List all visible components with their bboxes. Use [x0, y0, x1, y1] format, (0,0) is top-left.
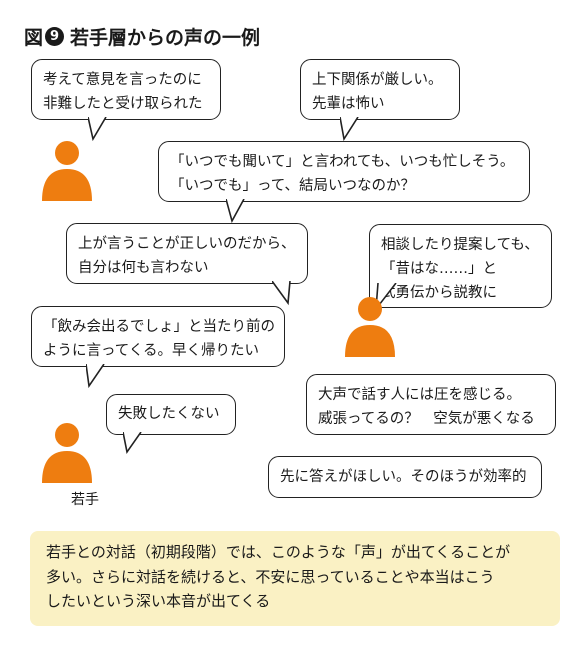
speech-bubble-8: 大声で話す人には圧を感じる。 威張ってるの？ 空気が悪くなる [306, 374, 556, 435]
bubble-text-line: 自分は何も言わない [78, 260, 209, 276]
speech-bubble-6: 「飲み会出るでしょ」と当たり前の ように言ってくる。早く帰りたい [31, 306, 285, 389]
person-label: 若手 [71, 492, 99, 508]
bubble-text-line: 先輩は怖い [312, 96, 385, 112]
speech-bubble-9: 先に答えがほしい。そのほうが効率的 [268, 456, 542, 498]
bubble-text-line: 武勇伝から説教に [381, 285, 497, 301]
person-icon [42, 141, 92, 201]
bubble-tail [88, 117, 107, 142]
bubble-text-line: 威張ってるの？ 空気が悪くなる [318, 411, 535, 427]
bubble-text-line: 大声で話す人には圧を感じる。 [318, 387, 521, 403]
bubble-text-line: 非難したと受け取られた [43, 96, 203, 112]
bubble-tail [86, 364, 105, 389]
figure-prefix: 図 [24, 26, 44, 49]
person-icon [345, 297, 395, 357]
speech-bubble-3: 「いつでも聞いて」と言われても、いつも忙しそう。 「いつでも」って、結局いつなの… [158, 141, 530, 224]
bubble-tail [226, 199, 245, 224]
bubble-text-line: 「いつでも」って、結局いつなのか？ [170, 178, 416, 194]
speech-bubble-5: 相談したり提案しても、 「昔はな……」と 武勇伝から説教に [369, 224, 552, 311]
bubble-tail [272, 281, 291, 306]
bubble-tail [123, 432, 142, 454]
speech-bubble-2: 上下関係が厳しい。 先輩は怖い [300, 59, 460, 142]
bubble-text-line: 「いつでも聞いて」と言われても、いつも忙しそう。 [170, 154, 515, 170]
speech-bubble-1: 考えて意見を言ったのに 非難したと受け取られた [31, 59, 221, 142]
bubble-text-line: ように言ってくる。早く帰りたい [43, 343, 260, 359]
summary-note: 若手との対話（初期段階）では、このような「声」が出てくることが 多い。さらに対話… [30, 531, 560, 626]
bubble-tail [340, 117, 359, 142]
bubble-text-line: 考えて意見を言ったのに [43, 72, 202, 88]
bubble-tail [376, 283, 397, 311]
bubble-text-line: 「飲み会出るでしょ」と当たり前の [43, 319, 275, 335]
bubble-text-line: 上下関係が厳しい。 [312, 72, 443, 88]
speech-bubble-7: 失敗したくない [106, 394, 236, 454]
bubble-text-line: 先に答えがほしい。そのほうが効率的 [280, 469, 527, 485]
summary-line: したいという深い本音が出てくる [46, 592, 271, 610]
bubble-text-line: 上が言うことが正しいのだから、 [78, 236, 296, 252]
figure-title-text: 若手層からの声の一例 [70, 26, 261, 49]
summary-line: 多い。さらに対話を続けると、不安に思っていることや本当はこう [46, 567, 495, 586]
bubble-text-line: 相談したり提案しても、 [381, 237, 539, 253]
speech-bubble-4: 上が言うことが正しいのだから、 自分は何も言わない [66, 223, 308, 306]
figure-title: 図 9 若手層からの声の一例 [24, 22, 260, 50]
bubble-text-line: 失敗したくない [118, 406, 220, 422]
person-icon [42, 423, 92, 483]
bubble-text-line: 「昔はな……」と [381, 261, 497, 277]
summary-line: 若手との対話（初期段階）では、このような「声」が出てくることが [46, 543, 511, 561]
figure-number-badge: 9 [45, 26, 65, 46]
